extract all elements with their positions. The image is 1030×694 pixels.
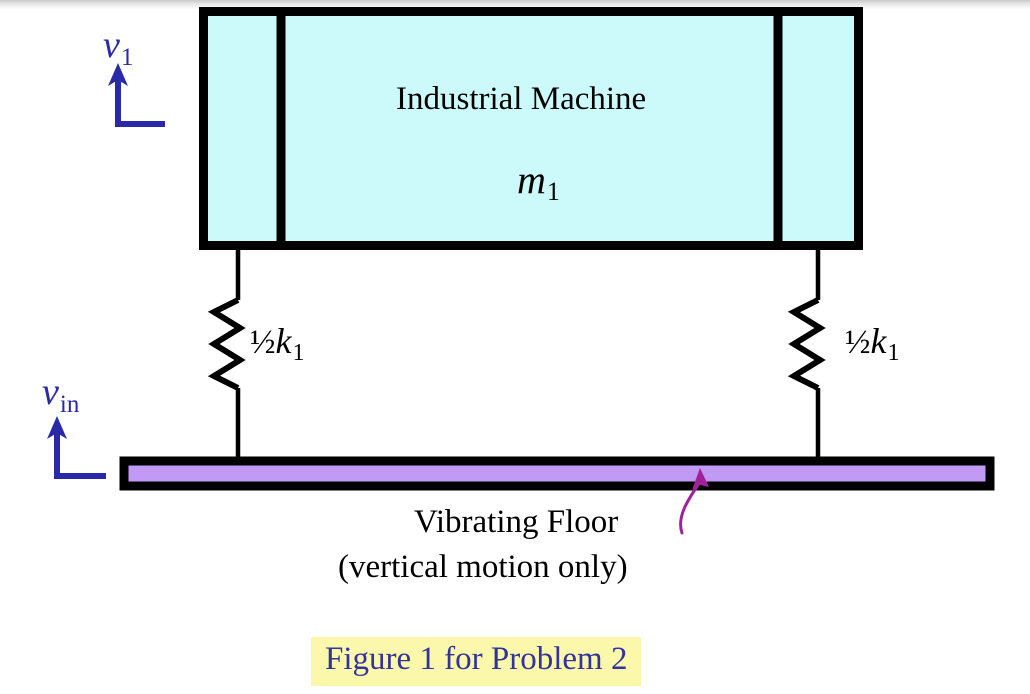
machine-mass-label: m1: [517, 160, 560, 205]
vin-arrow-shaft-and-base: [54, 432, 106, 479]
floor-caption-line-2: (vertical motion only): [338, 549, 628, 585]
machine-block-group: [199, 7, 863, 250]
figure-caption-text: Figure 1 for Problem 2: [325, 641, 628, 677]
v1-arrowhead-icon: [108, 63, 128, 86]
vin-arrow-group: [47, 416, 106, 479]
spring-right-fraction: ½: [845, 324, 871, 361]
vin-subscript: in: [59, 390, 80, 418]
machine-block-body: [199, 7, 863, 250]
spring-left-group: [207, 247, 246, 462]
vin-arrowhead-icon: [47, 416, 67, 439]
spring-right-group: [787, 247, 826, 462]
machine-mass-symbol: m: [517, 157, 546, 202]
v1-velocity-label: v1: [103, 26, 133, 70]
v1-arrow-shaft-and-base: [115, 78, 165, 127]
spring-right-label: ½k1: [845, 323, 899, 365]
machine-mass-subscript: 1: [546, 177, 560, 207]
spring-right-subscript: 1: [887, 340, 900, 367]
floor-caption-line-1: Vibrating Floor: [414, 504, 619, 540]
floor-pointer-arrowhead-icon: [692, 468, 709, 490]
figure-caption-highlight: Figure 1 for Problem 2: [311, 637, 642, 686]
spring-left-subscript: 1: [292, 340, 305, 367]
floor-pointer-arrow-group: [679, 468, 709, 535]
vin-velocity-label: vin: [42, 373, 79, 417]
spring-left-label: ½k1: [250, 323, 304, 365]
machine-title-label: Industrial Machine: [396, 81, 647, 117]
spring-left-fraction: ½: [250, 324, 276, 361]
spring-right-symbol: k: [870, 321, 887, 361]
v1-arrow-group: [108, 63, 165, 127]
v1-subscript: 1: [120, 43, 134, 71]
spring-right-coil: [787, 297, 826, 391]
spring-left-coil: [207, 297, 246, 391]
spring-left-symbol: k: [275, 321, 292, 361]
vibrating-floor-bar: [119, 456, 995, 491]
top-edge-strip: [0, 0, 1030, 9]
vin-symbol: v: [42, 371, 59, 413]
v1-symbol: v: [103, 24, 120, 66]
